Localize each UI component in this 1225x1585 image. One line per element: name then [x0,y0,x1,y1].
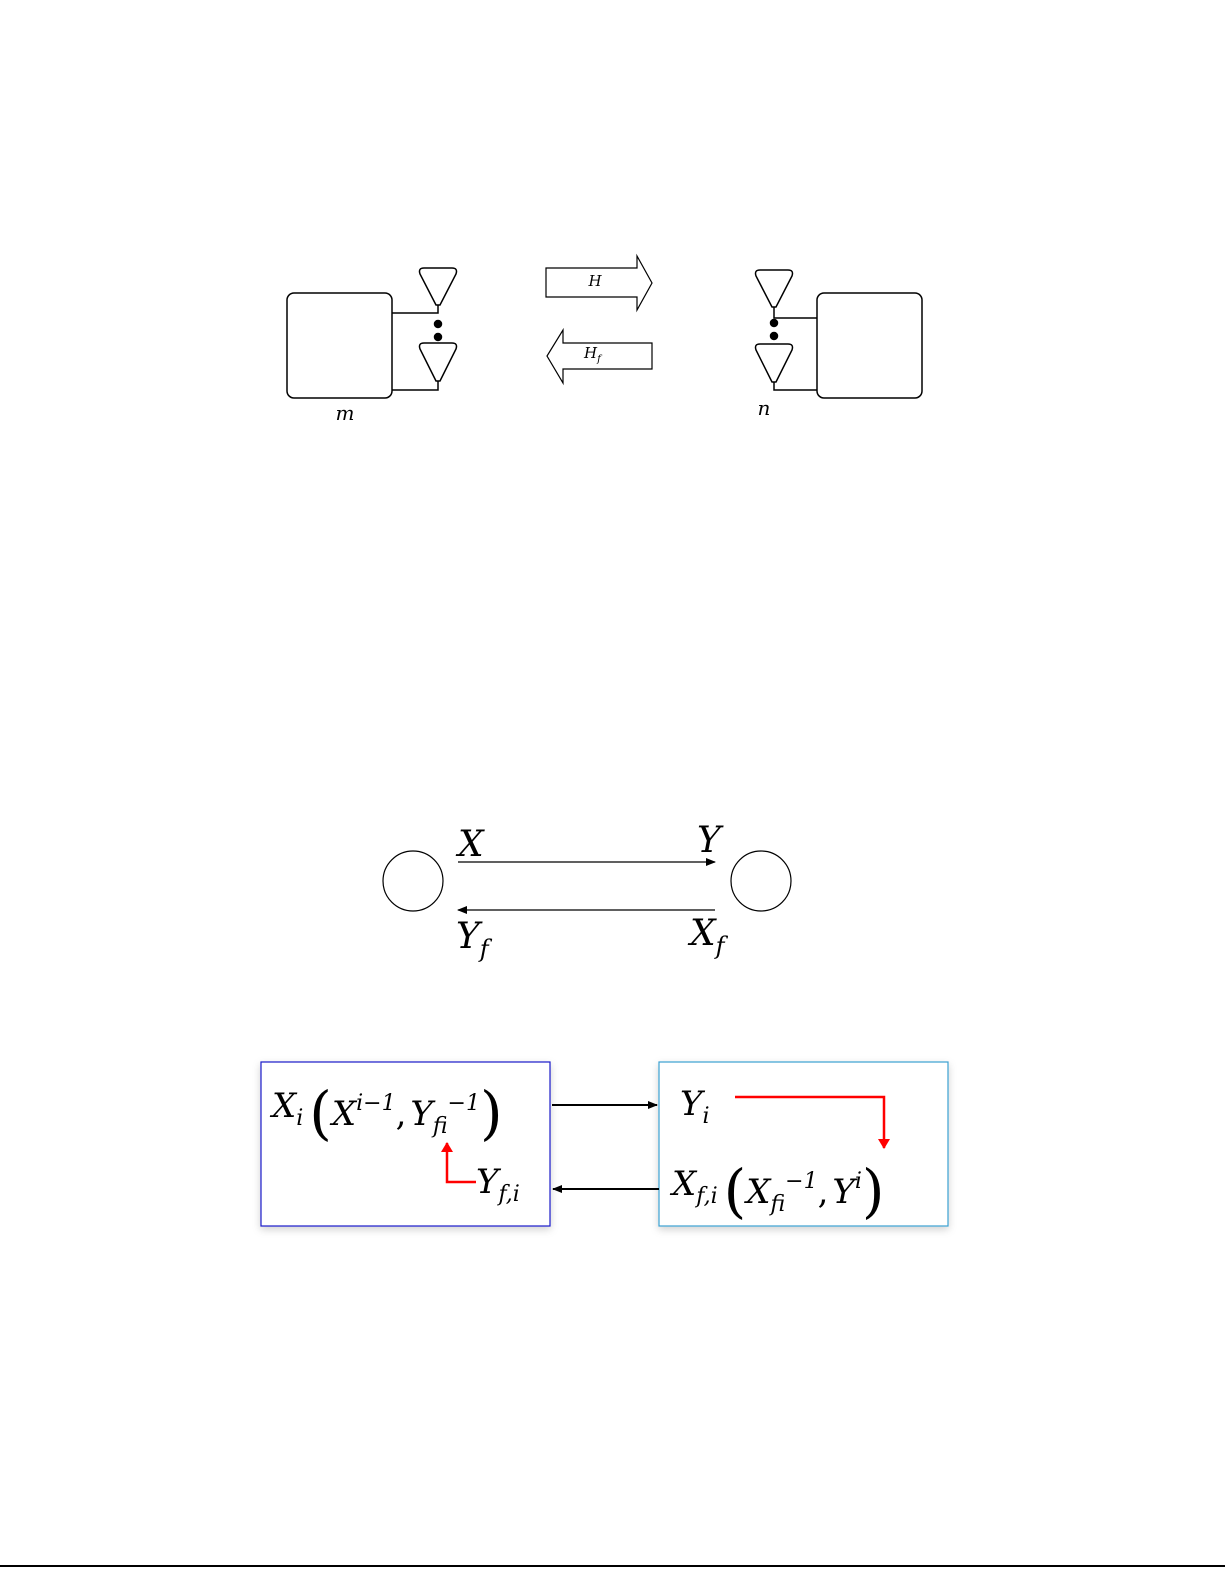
receiver-box [817,293,922,398]
ellipsis-dot [771,320,778,327]
transmitter-antenna-count: m [336,401,355,425]
ellipsis-dot [435,321,442,328]
node-right [731,851,791,911]
feedback-channel-label: Hf [583,344,603,365]
label-x: X [455,824,485,865]
antenna-icon [420,343,457,381]
ellipsis-dot [771,333,778,340]
two-way-channel-figure [383,851,791,911]
forward-channel-label: H [587,272,602,290]
node-left [383,851,443,911]
label-yf: Yf [456,916,493,963]
antenna-icon [420,268,457,305]
ellipsis-dot [435,334,442,341]
antenna-wire [774,307,817,390]
antenna-icon [756,344,793,382]
mimo-system-figure [287,256,922,398]
label-y: Y [697,820,724,861]
receiver-antenna-count: n [758,396,771,420]
antenna-icon [756,270,793,307]
transmitter-box [287,293,392,398]
antenna-wire [392,305,438,390]
label-xf: Xf [687,913,729,960]
